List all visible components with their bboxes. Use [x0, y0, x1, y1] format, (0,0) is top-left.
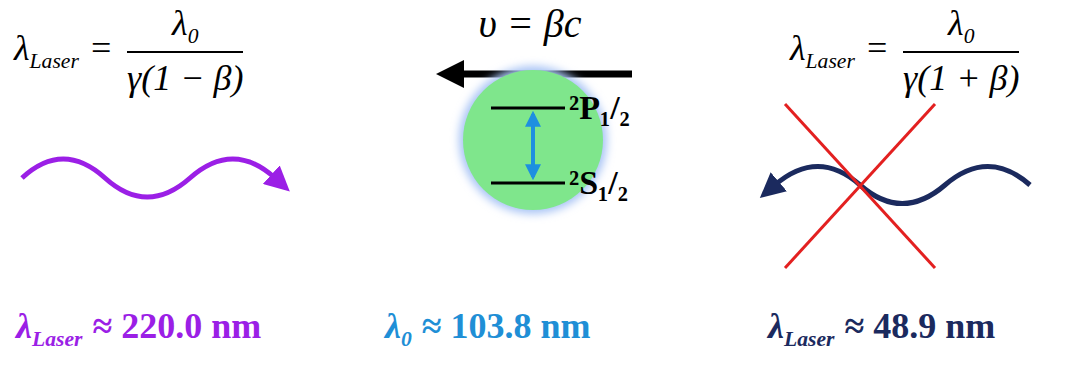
fraction: λ0 γ(1 − β)	[127, 2, 243, 99]
wavelength-value-text: ≈ 103.8 nm	[422, 306, 591, 346]
energy-level-label: ²S₁/₂	[569, 163, 628, 203]
fraction-line	[903, 51, 1019, 53]
wavelength-symbol: λ	[16, 306, 32, 346]
wavelength-symbol: λ	[14, 28, 30, 68]
denominator: γ(1 + β)	[903, 57, 1019, 99]
wavelength-value-text: ≈ 220.0 nm	[92, 306, 261, 346]
velocity-label: υ = βc	[478, 1, 581, 46]
numerator: λ0	[172, 2, 198, 49]
wavelength-symbol: λ	[385, 306, 401, 346]
ion-circle: ²P₁/₂²S₁/₂	[461, 68, 605, 212]
numerator: λ0	[948, 2, 974, 49]
equals-sign: =	[865, 28, 889, 68]
velocity-label-box: υ = βc	[420, 0, 640, 47]
wavelength-value: λ0 ≈ 103.8 nm	[385, 305, 591, 352]
laser-wave-left	[22, 159, 275, 197]
subscript-text: Laser	[784, 327, 834, 351]
subscript-text: Laser	[30, 49, 79, 73]
denominator: γ(1 − β)	[127, 57, 243, 99]
doppler-formula: λLaser=λ0γ(1 − β)	[14, 2, 243, 99]
formula-lhs: λLaser =	[14, 27, 113, 74]
wavelength-symbol: λ	[768, 306, 784, 346]
formula-lhs: λLaser =	[790, 27, 889, 74]
fraction-line	[127, 51, 243, 53]
subscript-text: Laser	[806, 49, 855, 73]
wavelength-value: λLaser ≈ 220.0 nm	[16, 305, 261, 352]
laser-wave-right	[775, 167, 1030, 204]
wavelength-value-text: ≈ 48.9 nm	[844, 306, 995, 346]
doppler-formula: λLaser=λ0γ(1 + β)	[790, 2, 1019, 99]
subscript-text: 0	[188, 24, 199, 48]
cross-mark	[785, 104, 935, 268]
subscript-text: Laser	[32, 327, 82, 351]
energy-level-label: ²P₁/₂	[569, 88, 630, 128]
subscript-text: 0	[401, 327, 412, 351]
subscript-text: 0	[964, 24, 975, 48]
fraction: λ0 γ(1 + β)	[903, 2, 1019, 99]
wavelength-symbol: λ	[172, 3, 188, 43]
wavelength-symbol: λ	[790, 28, 806, 68]
wavelength-symbol: λ	[948, 3, 964, 43]
wavelength-value: λLaser ≈ 48.9 nm	[768, 305, 995, 352]
equals-sign: =	[89, 28, 113, 68]
